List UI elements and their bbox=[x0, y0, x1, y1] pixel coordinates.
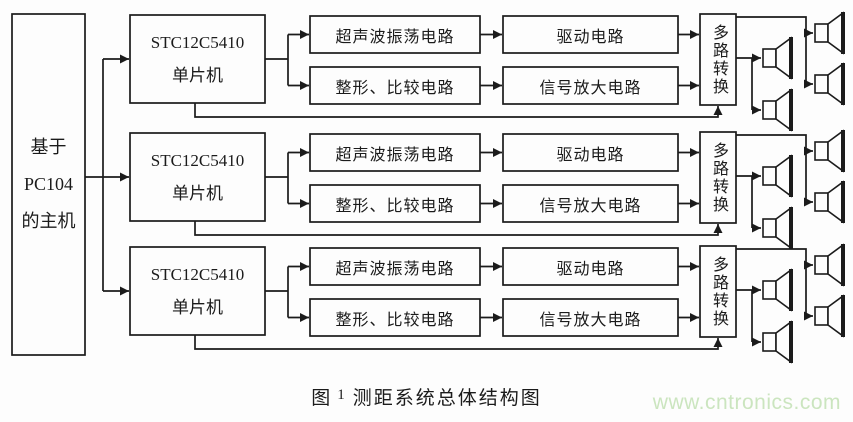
channel-3-labels: STC12C5410 单片机 超声波振荡电路 整形、比较电路 驱动电路 信号放大… bbox=[0, 232, 853, 382]
mcu-model: STC12C5410 bbox=[150, 151, 245, 170]
mcu-type: 单片机 bbox=[172, 298, 223, 317]
driver-label: 驱动电路 bbox=[556, 146, 625, 164]
amplifier-label: 信号放大电路 bbox=[539, 79, 642, 97]
mux-label-text: 多路转换 bbox=[710, 141, 727, 214]
mux-label-text: 多路转换 bbox=[710, 23, 727, 96]
host-label-line3: 的主机 bbox=[21, 211, 76, 231]
shaper-label: 整形、比较电路 bbox=[335, 197, 455, 215]
oscillator-label: 超声波振荡电路 bbox=[335, 146, 455, 164]
figure-caption-title: 测距系统总体结构图 bbox=[352, 388, 542, 409]
figure-caption-prefix: 图 bbox=[311, 388, 333, 409]
mcu-model: STC12C5410 bbox=[150, 33, 245, 52]
mcu-model: STC12C5410 bbox=[150, 265, 245, 284]
channel-1-labels: STC12C5410 单片机 超声波振荡电路 整形、比较电路 驱动电路 信号放大… bbox=[0, 0, 853, 150]
oscillator-label: 超声波振荡电路 bbox=[335, 260, 455, 278]
driver-label: 驱动电路 bbox=[556, 260, 625, 278]
mcu-type: 单片机 bbox=[172, 66, 223, 85]
mux-label-text: 多路转换 bbox=[710, 255, 727, 328]
mcu-label: STC12C5410 单片机 bbox=[130, 247, 265, 335]
host-box bbox=[11, 13, 86, 356]
mcu-type: 单片机 bbox=[172, 184, 223, 203]
host-label-line2: PC104 bbox=[23, 174, 74, 194]
channel-2-labels: STC12C5410 单片机 超声波振荡电路 整形、比较电路 驱动电路 信号放大… bbox=[0, 118, 853, 268]
host-label-line1: 基于 bbox=[30, 137, 67, 157]
mux-label: 多路转换 bbox=[700, 246, 736, 337]
amplifier-label: 信号放大电路 bbox=[539, 311, 642, 329]
mux-label: 多路转换 bbox=[700, 132, 736, 223]
oscillator-label: 超声波振荡电路 bbox=[335, 28, 455, 46]
amplifier-label: 信号放大电路 bbox=[539, 197, 642, 215]
watermark: www.cntronics.com bbox=[652, 391, 841, 414]
figure-number: 1 bbox=[337, 387, 347, 403]
host-label: 基于 PC104 的主机 bbox=[12, 14, 85, 355]
mcu-label: STC12C5410 单片机 bbox=[130, 133, 265, 221]
shaper-label: 整形、比较电路 bbox=[335, 311, 455, 329]
driver-label: 驱动电路 bbox=[556, 28, 625, 46]
mcu-label: STC12C5410 单片机 bbox=[130, 15, 265, 103]
shaper-label: 整形、比较电路 bbox=[335, 79, 455, 97]
mux-label: 多路转换 bbox=[700, 14, 736, 105]
